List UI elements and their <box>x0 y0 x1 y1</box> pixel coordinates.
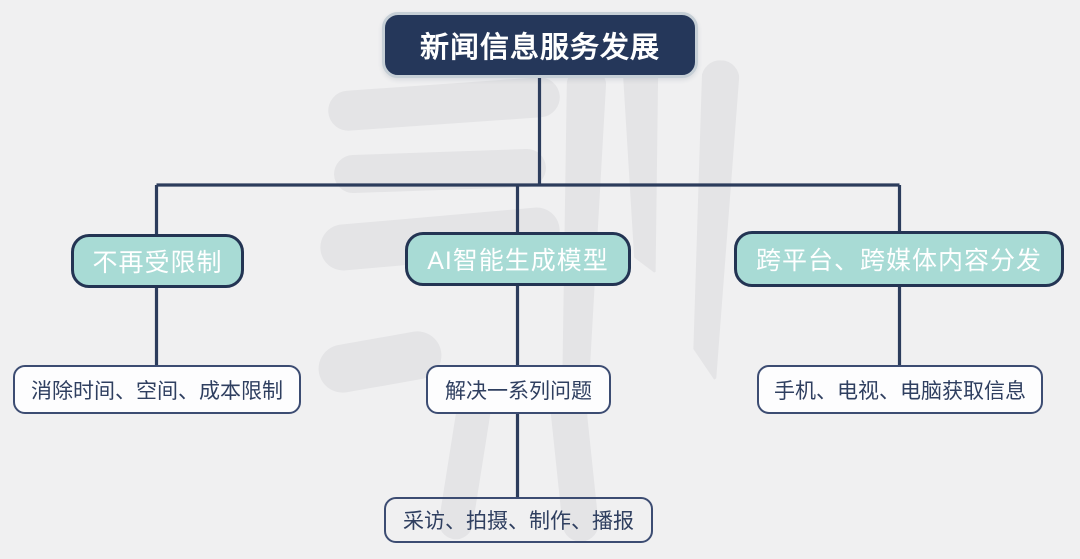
branch-node-cross-platform[interactable]: 跨平台、跨媒体内容分发 <box>734 231 1064 287</box>
branch-node-label: 不再受限制 <box>92 249 223 277</box>
branch-node-ai-model[interactable]: AI智能生成模型 <box>405 232 631 286</box>
leaf-node-label: 采访、拍摄、制作、播报 <box>403 510 634 533</box>
leaf-node-production-steps[interactable]: 采访、拍摄、制作、播报 <box>384 497 653 543</box>
branch-node-label: 跨平台、跨媒体内容分发 <box>755 247 1042 275</box>
leaf-node-solve-problems[interactable]: 解决一系列问题 <box>426 365 611 414</box>
root-node-label: 新闻信息服务发展 <box>419 32 660 64</box>
branch-node-unrestricted[interactable]: 不再受限制 <box>71 234 244 288</box>
leaf-node-devices-info[interactable]: 手机、电视、电脑获取信息 <box>757 365 1043 414</box>
leaf-node-remove-limits[interactable]: 消除时间、空间、成本限制 <box>13 365 301 414</box>
leaf-node-label: 手机、电视、电脑获取信息 <box>774 379 1026 403</box>
branch-node-label: AI智能生成模型 <box>427 247 609 275</box>
leaf-node-label: 解决一系列问题 <box>445 379 592 403</box>
root-node[interactable]: 新闻信息服务发展 <box>382 12 698 78</box>
leaf-node-label: 消除时间、空间、成本限制 <box>31 379 283 403</box>
